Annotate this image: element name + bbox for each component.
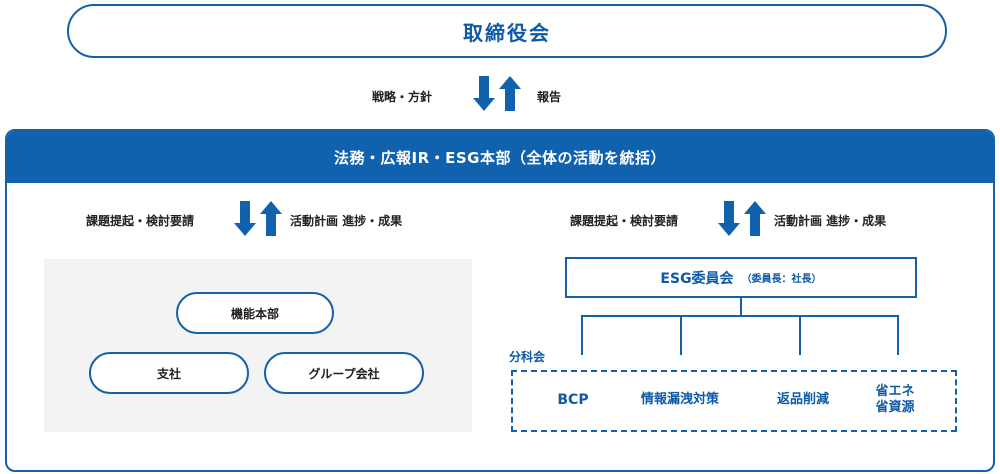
top-down-label: 戦略・方針 [372,90,433,104]
branch-drop-3 [799,315,801,355]
subcommittee-label: 分科会 [509,350,546,364]
esg-committee-chair: （委員長：社長） [741,274,822,285]
top-up-label: 報告 [537,90,562,104]
right-flow-arrows-icon [718,201,766,237]
functional-hq-label: 機能本部 [230,306,279,321]
right-down-label: 課題提起・検討要請 [570,214,679,228]
subcommittee-energy-saving: 省エネ 省資源 [875,384,915,415]
operating-units-panel [44,259,472,432]
left-flow-arrows-icon [234,201,282,237]
branch-office-node: 支社 [89,352,249,394]
subcommittee-return-reduction: 返品削減 [776,392,829,408]
top-flow-arrows-icon [473,76,521,112]
esg-trunk-line [740,298,742,316]
board-label: 取締役会 [463,20,551,45]
board-of-directors-box: 取締役会 [67,4,947,58]
right-up-label: 活動計画 進捗・成果 [774,214,887,228]
subcommittee-info-leak: 情報漏洩対策 [640,392,719,408]
esg-committee-label: ESG委員会 [660,270,734,287]
group-companies-label: グループ会社 [308,366,380,381]
left-up-label: 活動計画 進捗・成果 [290,214,403,228]
esg-branch-line [581,315,899,317]
subcommittee-group [511,370,957,432]
group-companies-node: グループ会社 [264,352,424,394]
subcommittee-bcp: BCP [557,391,589,408]
department-header: 法務・広報IR・ESG本部（全体の活動を統括） [7,131,993,183]
functional-hq-node: 機能本部 [176,292,334,334]
esg-committee-box: ESG委員会 （委員長：社長） [565,257,917,298]
branch-drop-2 [680,315,682,355]
branch-office-label: 支社 [156,366,181,381]
left-down-label: 課題提起・検討要請 [86,214,195,228]
branch-drop-1 [581,315,583,355]
department-title: 法務・広報IR・ESG本部（全体の活動を統括） [334,148,666,167]
branch-drop-4 [897,315,899,355]
